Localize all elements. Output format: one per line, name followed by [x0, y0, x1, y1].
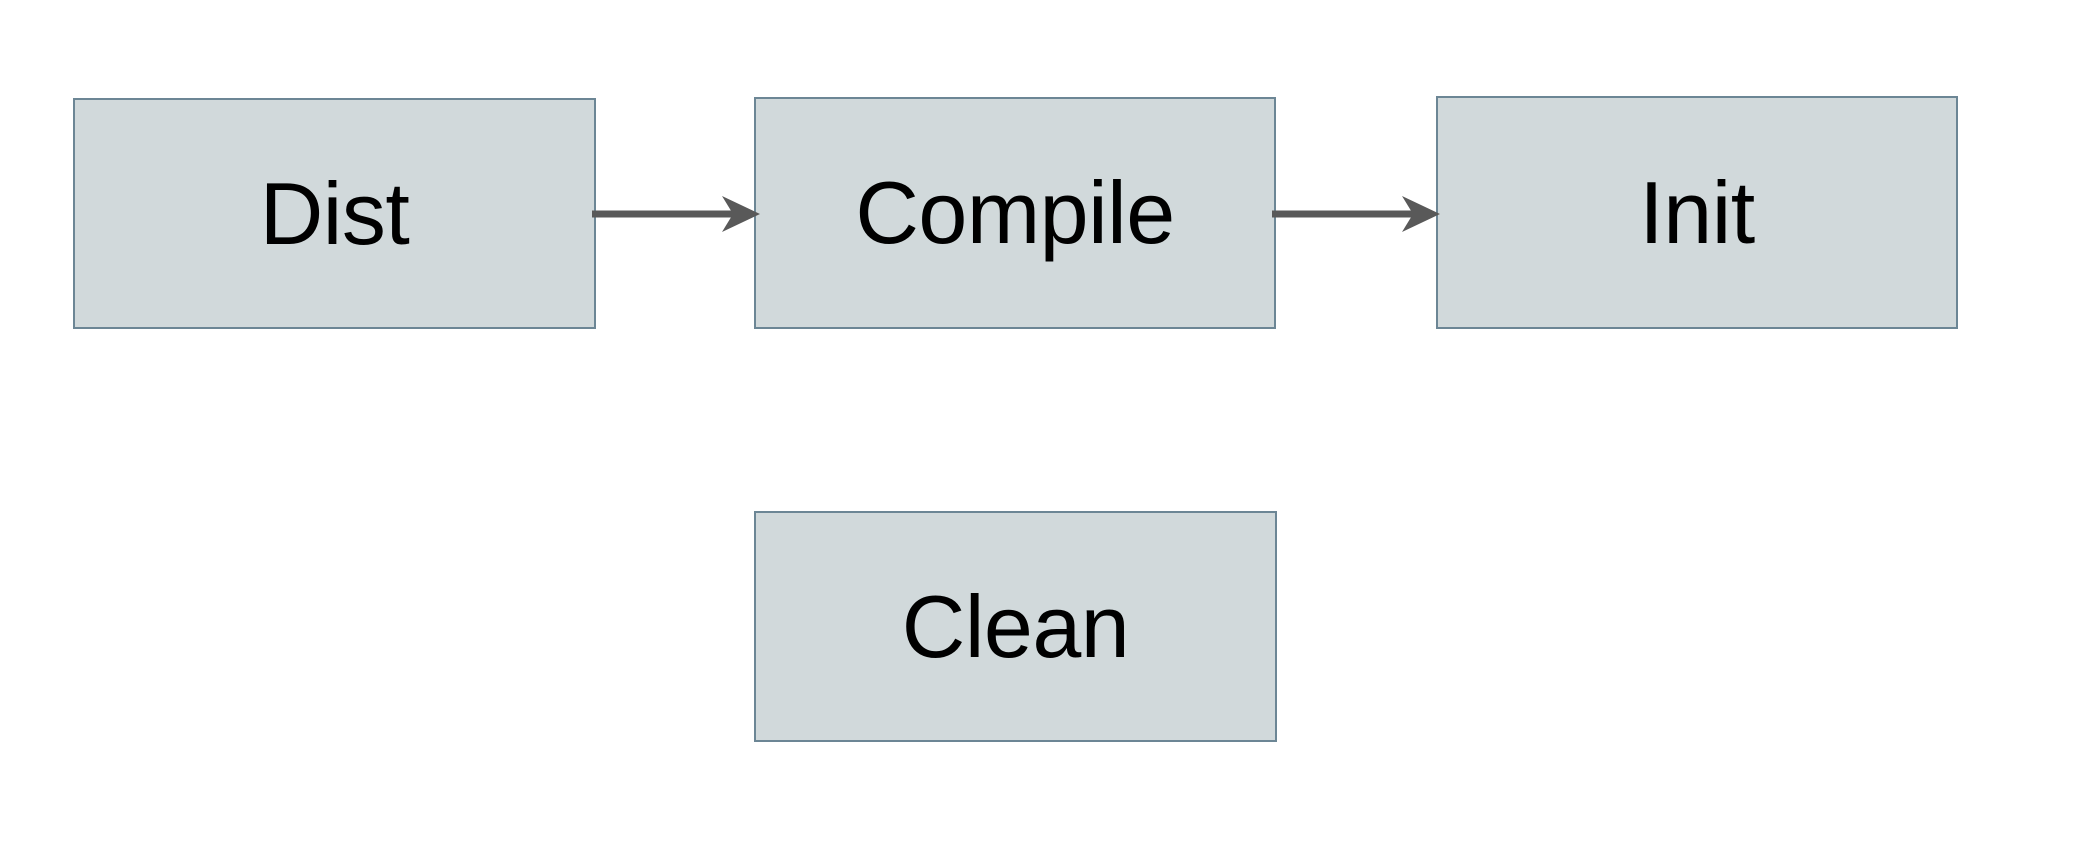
node-dist-label: Dist: [259, 163, 410, 263]
node-compile[interactable]: Compile: [754, 97, 1276, 329]
arrow-right-icon: [592, 196, 760, 232]
node-init[interactable]: Init: [1436, 96, 1958, 329]
edge-compile-to-init: [1272, 193, 1442, 235]
arrow-right-icon: [1272, 196, 1440, 232]
node-compile-label: Compile: [855, 163, 1175, 262]
edge-dist-to-compile: [592, 193, 762, 235]
node-clean[interactable]: Clean: [754, 511, 1277, 742]
node-clean-label: Clean: [901, 576, 1130, 676]
node-dist[interactable]: Dist: [73, 98, 596, 329]
node-init-label: Init: [1639, 162, 1755, 262]
